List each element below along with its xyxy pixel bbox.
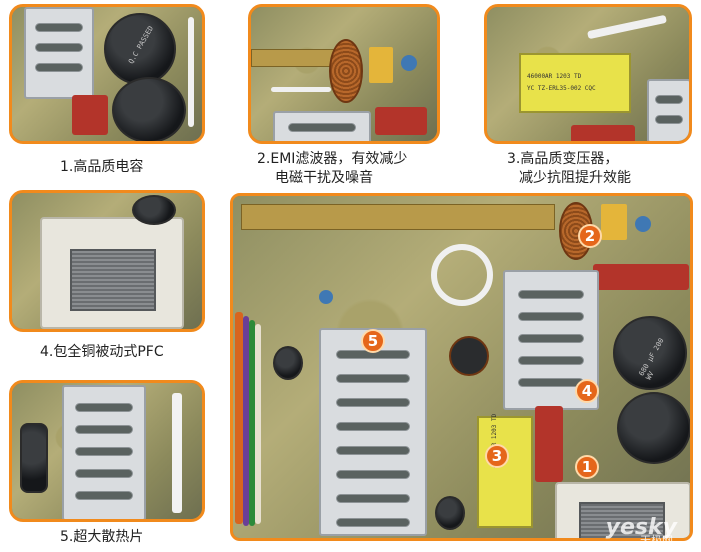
caption-heatsink: 5.超大散热片 <box>60 529 144 545</box>
caption-transformer-line2: 减少抗阻提升效能 <box>519 170 631 186</box>
caption-transformer-line1: 3.高品质变压器， <box>507 151 619 167</box>
photo-main-board: 680 μF 200 WV 46000AR 1203 TD <box>230 193 693 541</box>
badge-3: 3 <box>485 444 509 468</box>
badge-1: 1 <box>575 455 599 479</box>
transformer-label-2: YC TZ-ERL35-002 CQC <box>527 85 596 92</box>
caption-pfc: 4.包全铜被动式PFC <box>40 344 164 360</box>
main-cap-label: 680 μF 200 WV <box>637 336 666 382</box>
badge-4: 4 <box>575 379 599 403</box>
caption-capacitor: 1.高品质电容 <box>60 159 144 175</box>
badge-5: 5 <box>361 329 385 353</box>
caption-emi-line1: 2.EMI滤波器，有效减少 <box>257 151 408 167</box>
photo-transformer: 46000AR 1203 TD YC TZ-ERL35-002 CQC <box>484 4 692 144</box>
photo-pfc <box>9 190 205 332</box>
cap-label-passed: Q.C PASSED <box>127 24 156 66</box>
photo-heatsink <box>9 380 205 522</box>
photo-emi-filter <box>248 4 440 144</box>
caption-emi-line2: 电磁干扰及噪音 <box>275 170 373 186</box>
watermark-logo: yesky <box>605 515 677 540</box>
transformer-label-1: 46000AR 1203 TD <box>527 73 582 80</box>
photo-capacitor: Q.C PASSED <box>9 4 205 144</box>
watermark-sub: 天极网 <box>640 534 673 547</box>
badge-2: 2 <box>578 224 602 248</box>
